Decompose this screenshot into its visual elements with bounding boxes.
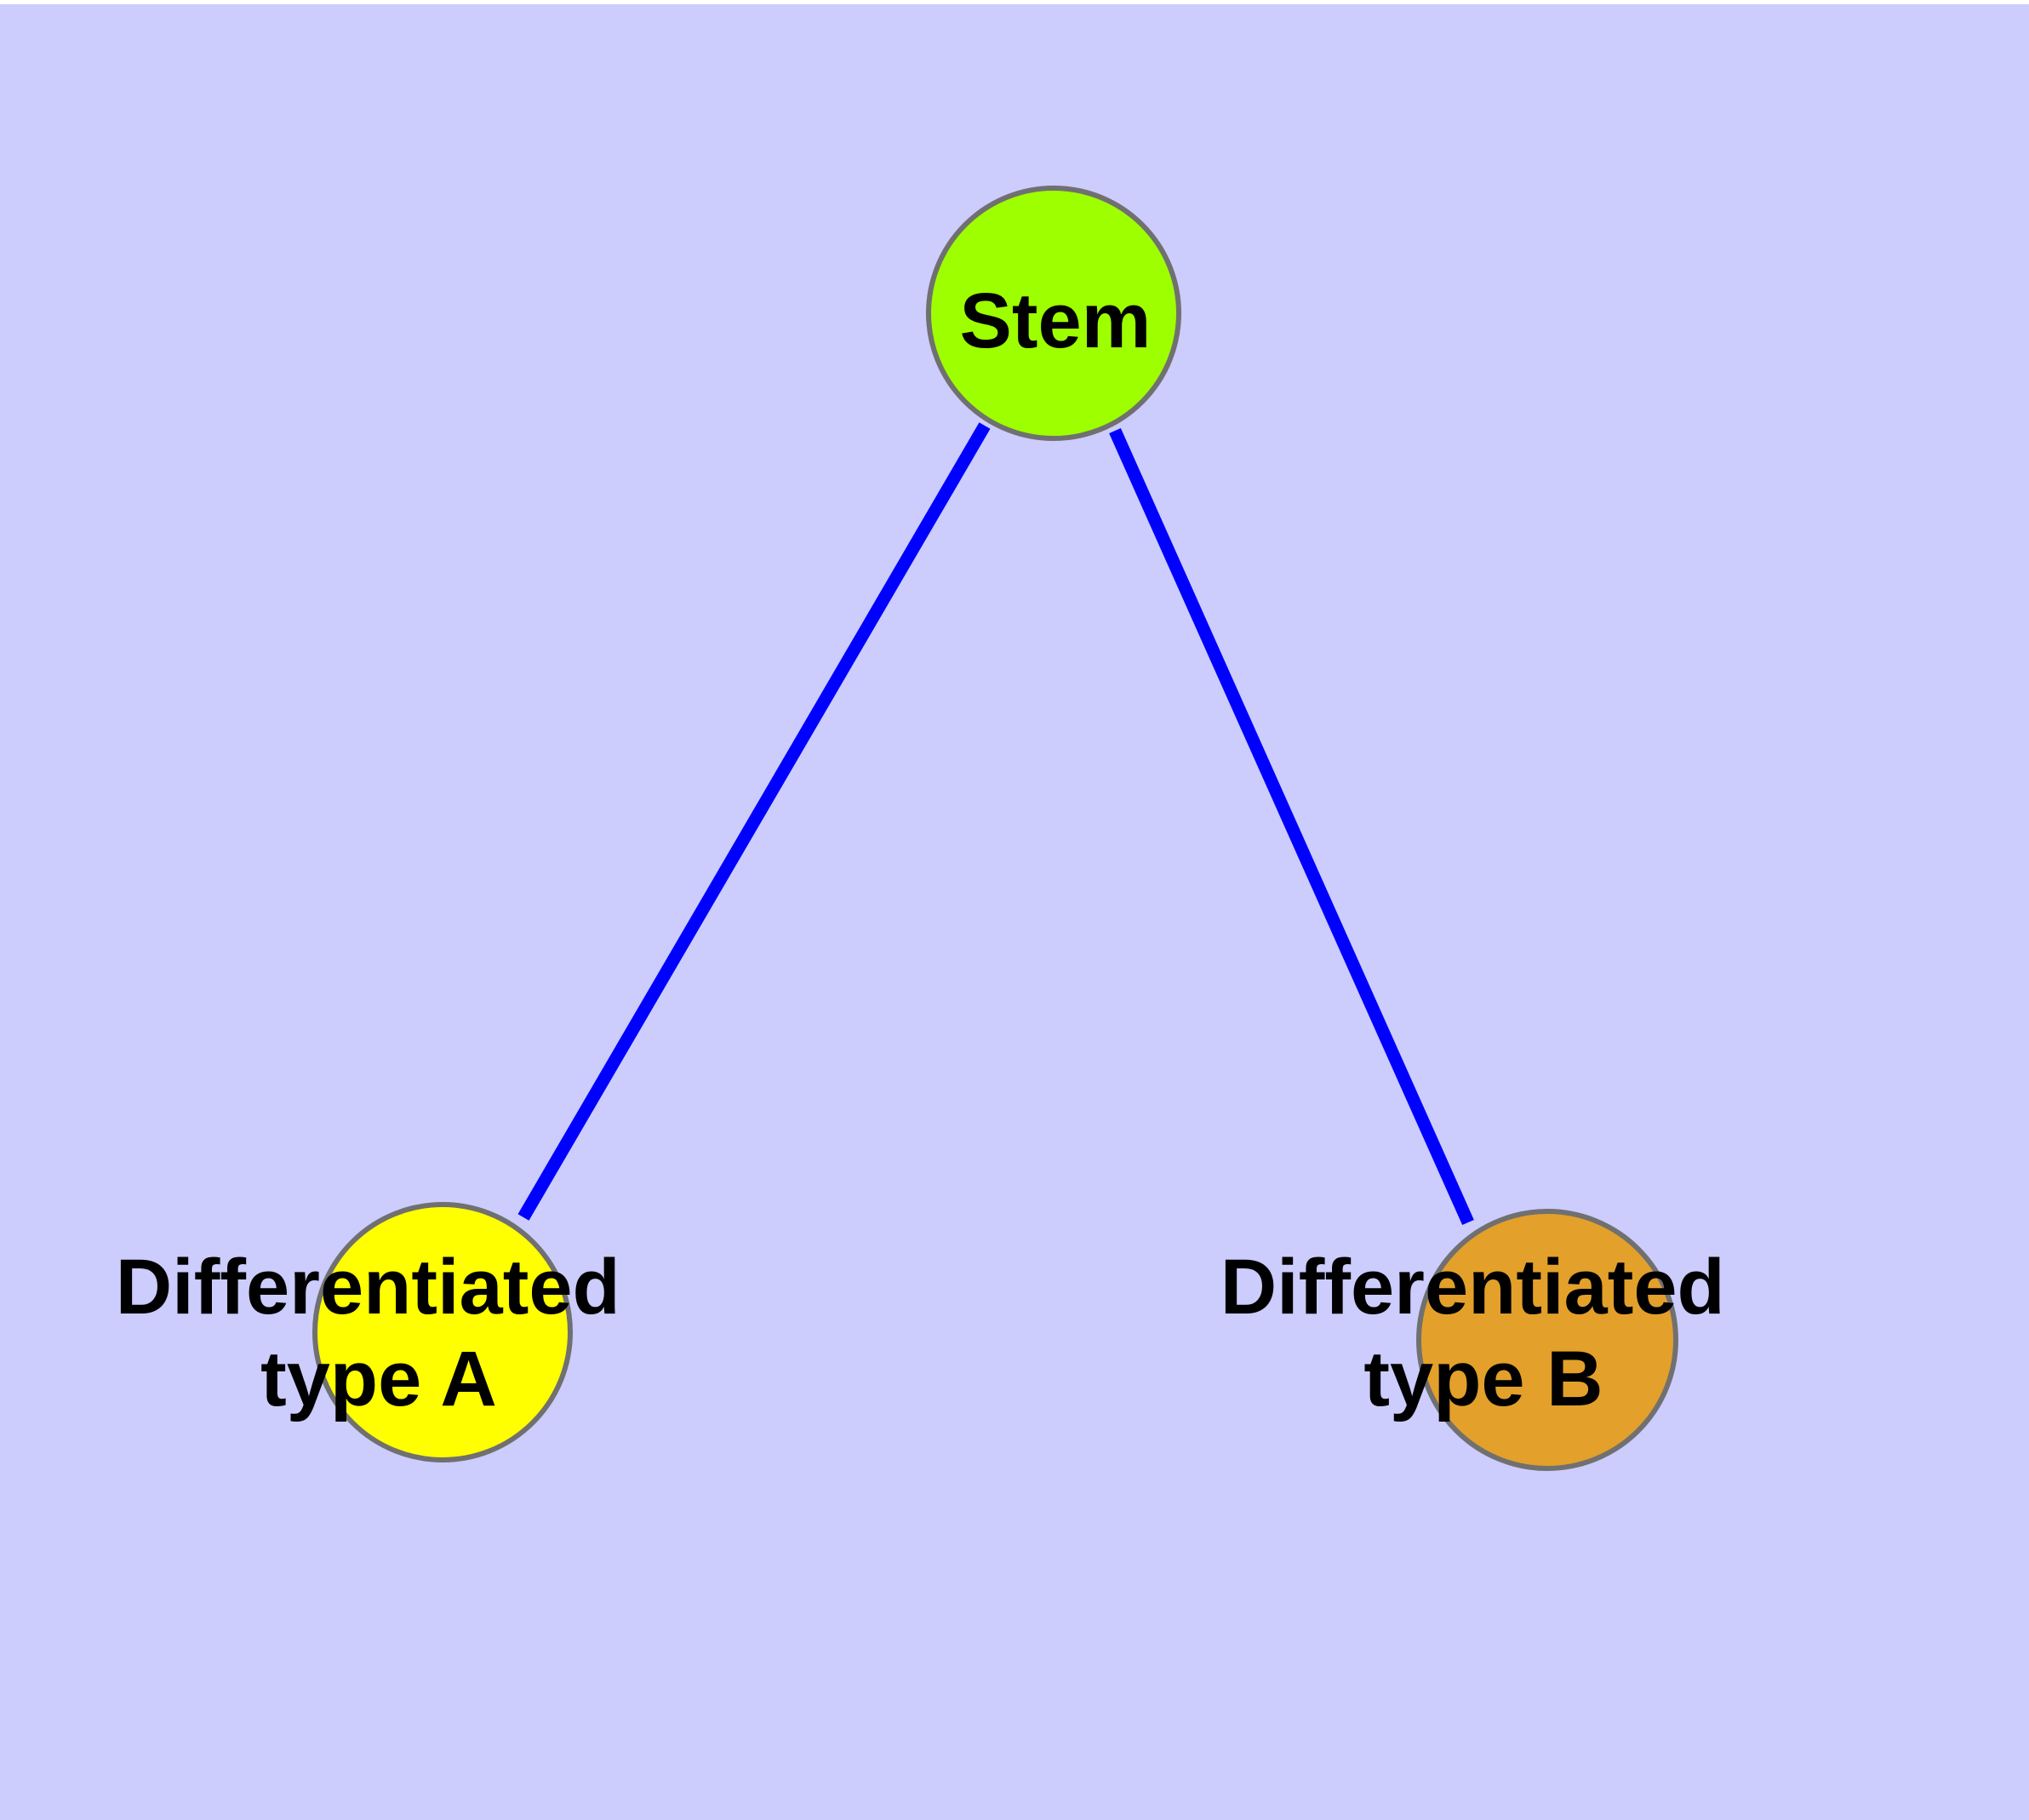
node-label-diff-b-line-2: type B bbox=[1363, 1336, 1603, 1422]
node-label-diff-a: Differentiated type A bbox=[116, 1244, 643, 1422]
node-diff-b[interactable] bbox=[1416, 1209, 1678, 1471]
node-layer bbox=[312, 186, 1678, 1471]
label-layer: Stem Differentiated type A Differentiate… bbox=[116, 278, 1747, 1422]
node-diff-a[interactable] bbox=[312, 1202, 573, 1462]
node-label-diff-b-line-1: Differentiated bbox=[1220, 1244, 1725, 1331]
node-stem[interactable] bbox=[926, 186, 1181, 441]
node-circle-stem[interactable] bbox=[926, 186, 1181, 441]
edge-stem-to-diff-a[interactable] bbox=[517, 422, 991, 1221]
node-circle-diff-a[interactable] bbox=[312, 1202, 573, 1462]
node-label-diff-a-line-2: type A bbox=[260, 1336, 497, 1422]
node-label-stem-line-1: Stem bbox=[960, 278, 1152, 364]
edge-layer bbox=[517, 422, 1474, 1226]
node-label-diff-a-line-1: Differentiated bbox=[116, 1244, 620, 1331]
node-label-diff-b: Differentiated type B bbox=[1220, 1244, 1747, 1422]
node-circle-diff-b[interactable] bbox=[1416, 1209, 1678, 1471]
node-label-stem: Stem bbox=[960, 278, 1152, 364]
edge-stem-to-diff-b[interactable] bbox=[1109, 427, 1474, 1226]
